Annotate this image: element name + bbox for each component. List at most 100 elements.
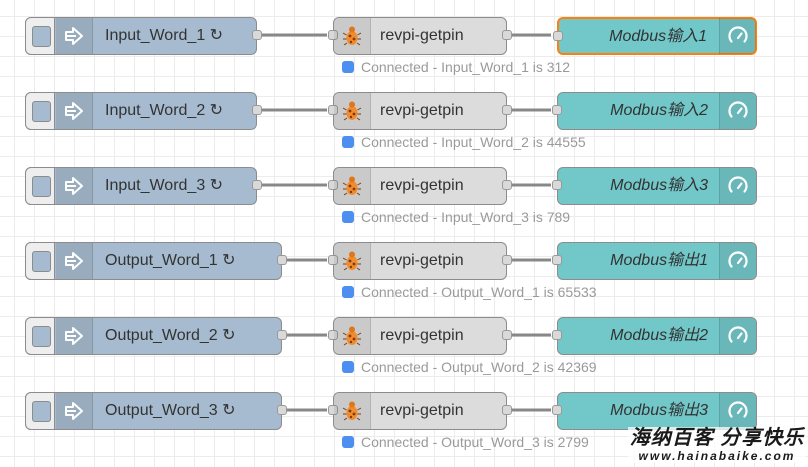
node-status: Connected - Output_Word_1 is 65533 — [342, 284, 597, 300]
gauge-icon — [719, 243, 756, 279]
gauge-input-port[interactable] — [553, 31, 563, 41]
status-dot-icon — [342, 211, 354, 223]
status-dot-icon — [342, 286, 354, 298]
flow-row-3: Input_Word_3 ↻ revpi-g — [0, 167, 808, 227]
gauge-node-label: Modbus输出3 — [610, 402, 708, 419]
bug-icon — [334, 168, 371, 204]
inject-trigger-button[interactable] — [25, 167, 55, 205]
getpin-output-port[interactable] — [502, 180, 512, 190]
inject-node[interactable]: Input_Word_1 ↻ — [25, 17, 262, 55]
inject-trigger-button[interactable] — [25, 92, 55, 130]
gauge-input-port[interactable] — [552, 255, 562, 265]
revpi-getpin-node[interactable]: revpi-getpin — [328, 242, 512, 280]
revpi-getpin-node[interactable]: revpi-getpin — [328, 392, 512, 430]
gauge-node-label: Modbus输入2 — [610, 102, 708, 119]
inject-node[interactable]: Input_Word_3 ↻ — [25, 167, 262, 205]
inject-trigger-button-face[interactable] — [32, 176, 51, 197]
inject-node[interactable]: Output_Word_2 ↻ — [25, 317, 287, 355]
getpin-node-label: revpi-getpin — [380, 252, 464, 269]
flow-row-4: Output_Word_1 ↻ revpi- — [0, 242, 808, 302]
arrow-in-icon — [56, 243, 93, 279]
getpin-output-port[interactable] — [502, 30, 512, 40]
bug-icon — [334, 243, 371, 279]
inject-output-port[interactable] — [252, 180, 262, 190]
status-text: Connected - Input_Word_1 is 312 — [361, 59, 571, 75]
inject-node[interactable]: Output_Word_1 ↻ — [25, 242, 287, 280]
gauge-node[interactable]: Modbus输入3 — [552, 167, 757, 205]
gauge-node[interactable]: Modbus输出2 — [552, 317, 757, 355]
node-status: Connected - Input_Word_3 is 789 — [342, 209, 570, 225]
inject-output-port[interactable] — [277, 255, 287, 265]
revpi-getpin-node[interactable]: revpi-getpin — [328, 92, 512, 130]
gauge-input-port[interactable] — [552, 330, 562, 340]
revpi-getpin-node[interactable]: revpi-getpin — [328, 167, 512, 205]
inject-trigger-button[interactable] — [25, 392, 55, 430]
inject-trigger-button-face[interactable] — [32, 401, 51, 422]
getpin-input-port[interactable] — [328, 180, 338, 190]
gauge-icon — [719, 393, 756, 429]
gauge-node-label: Modbus输入1 — [609, 28, 707, 45]
getpin-input-port[interactable] — [328, 330, 338, 340]
getpin-output-port[interactable] — [502, 105, 512, 115]
inject-node-label: Output_Word_2 ↻ — [105, 327, 236, 344]
revpi-getpin-node[interactable]: revpi-getpin — [328, 317, 512, 355]
gauge-input-port[interactable] — [552, 105, 562, 115]
inject-output-port[interactable] — [277, 330, 287, 340]
getpin-output-port[interactable] — [502, 330, 512, 340]
inject-node[interactable]: Output_Word_3 ↻ — [25, 392, 287, 430]
gauge-input-port[interactable] — [552, 405, 562, 415]
inject-node-label: Output_Word_1 ↻ — [105, 252, 236, 269]
bug-icon — [334, 318, 371, 354]
inject-node[interactable]: Input_Word_2 ↻ — [25, 92, 262, 130]
gauge-icon — [719, 168, 756, 204]
getpin-output-port[interactable] — [502, 255, 512, 265]
gauge-node-label: Modbus输入3 — [610, 177, 708, 194]
inject-trigger-button-face[interactable] — [32, 26, 51, 47]
flow-row-5: Output_Word_2 ↻ revpi- — [0, 317, 808, 377]
gauge-icon — [719, 318, 756, 354]
arrow-in-icon — [56, 393, 93, 429]
gauge-input-port[interactable] — [552, 180, 562, 190]
revpi-getpin-node[interactable]: revpi-getpin — [328, 17, 512, 55]
getpin-input-port[interactable] — [328, 405, 338, 415]
inject-trigger-button[interactable] — [25, 242, 55, 280]
flow-row-6: Output_Word_3 ↻ revpi- — [0, 392, 808, 452]
inject-output-port[interactable] — [252, 30, 262, 40]
status-text: Connected - Output_Word_1 is 65533 — [361, 284, 597, 300]
inject-trigger-button-face[interactable] — [32, 101, 51, 122]
getpin-input-port[interactable] — [328, 30, 338, 40]
node-status: Connected - Output_Word_2 is 42369 — [342, 359, 597, 375]
watermark: 海纳百客 分享快乐 www.hainabaike.com — [628, 427, 806, 463]
inject-output-port[interactable] — [277, 405, 287, 415]
status-dot-icon — [342, 436, 354, 448]
inject-node-label: Input_Word_2 ↻ — [105, 102, 224, 119]
inject-trigger-button-face[interactable] — [32, 251, 51, 272]
inject-node-label: Output_Word_3 ↻ — [105, 402, 236, 419]
gauge-node[interactable]: Modbus输入1 — [553, 17, 757, 55]
inject-trigger-button-face[interactable] — [32, 326, 51, 347]
node-status: Connected - Input_Word_1 is 312 — [342, 59, 571, 75]
getpin-input-port[interactable] — [328, 255, 338, 265]
gauge-node[interactable]: Modbus输出3 — [552, 392, 757, 430]
status-text: Connected - Input_Word_2 is 44555 — [361, 134, 586, 150]
bug-icon — [334, 393, 371, 429]
gauge-node-label: Modbus输出1 — [610, 252, 708, 269]
gauge-icon — [719, 93, 756, 129]
inject-output-port[interactable] — [252, 105, 262, 115]
gauge-node[interactable]: Modbus输出1 — [552, 242, 757, 280]
arrow-in-icon — [56, 318, 93, 354]
getpin-node-label: revpi-getpin — [380, 402, 464, 419]
status-text: Connected - Output_Word_3 is 2799 — [361, 434, 589, 450]
inject-trigger-button[interactable] — [25, 17, 55, 55]
status-dot-icon — [342, 61, 354, 73]
watermark-title: 海纳百客 分享快乐 — [629, 427, 805, 449]
gauge-icon — [719, 18, 756, 54]
arrow-in-icon — [56, 168, 93, 204]
node-status: Connected - Input_Word_2 is 44555 — [342, 134, 586, 150]
getpin-output-port[interactable] — [502, 405, 512, 415]
watermark-url: www.hainabaike.com — [638, 449, 796, 463]
gauge-node[interactable]: Modbus输入2 — [552, 92, 757, 130]
getpin-input-port[interactable] — [328, 105, 338, 115]
getpin-node-label: revpi-getpin — [380, 177, 464, 194]
inject-trigger-button[interactable] — [25, 317, 55, 355]
